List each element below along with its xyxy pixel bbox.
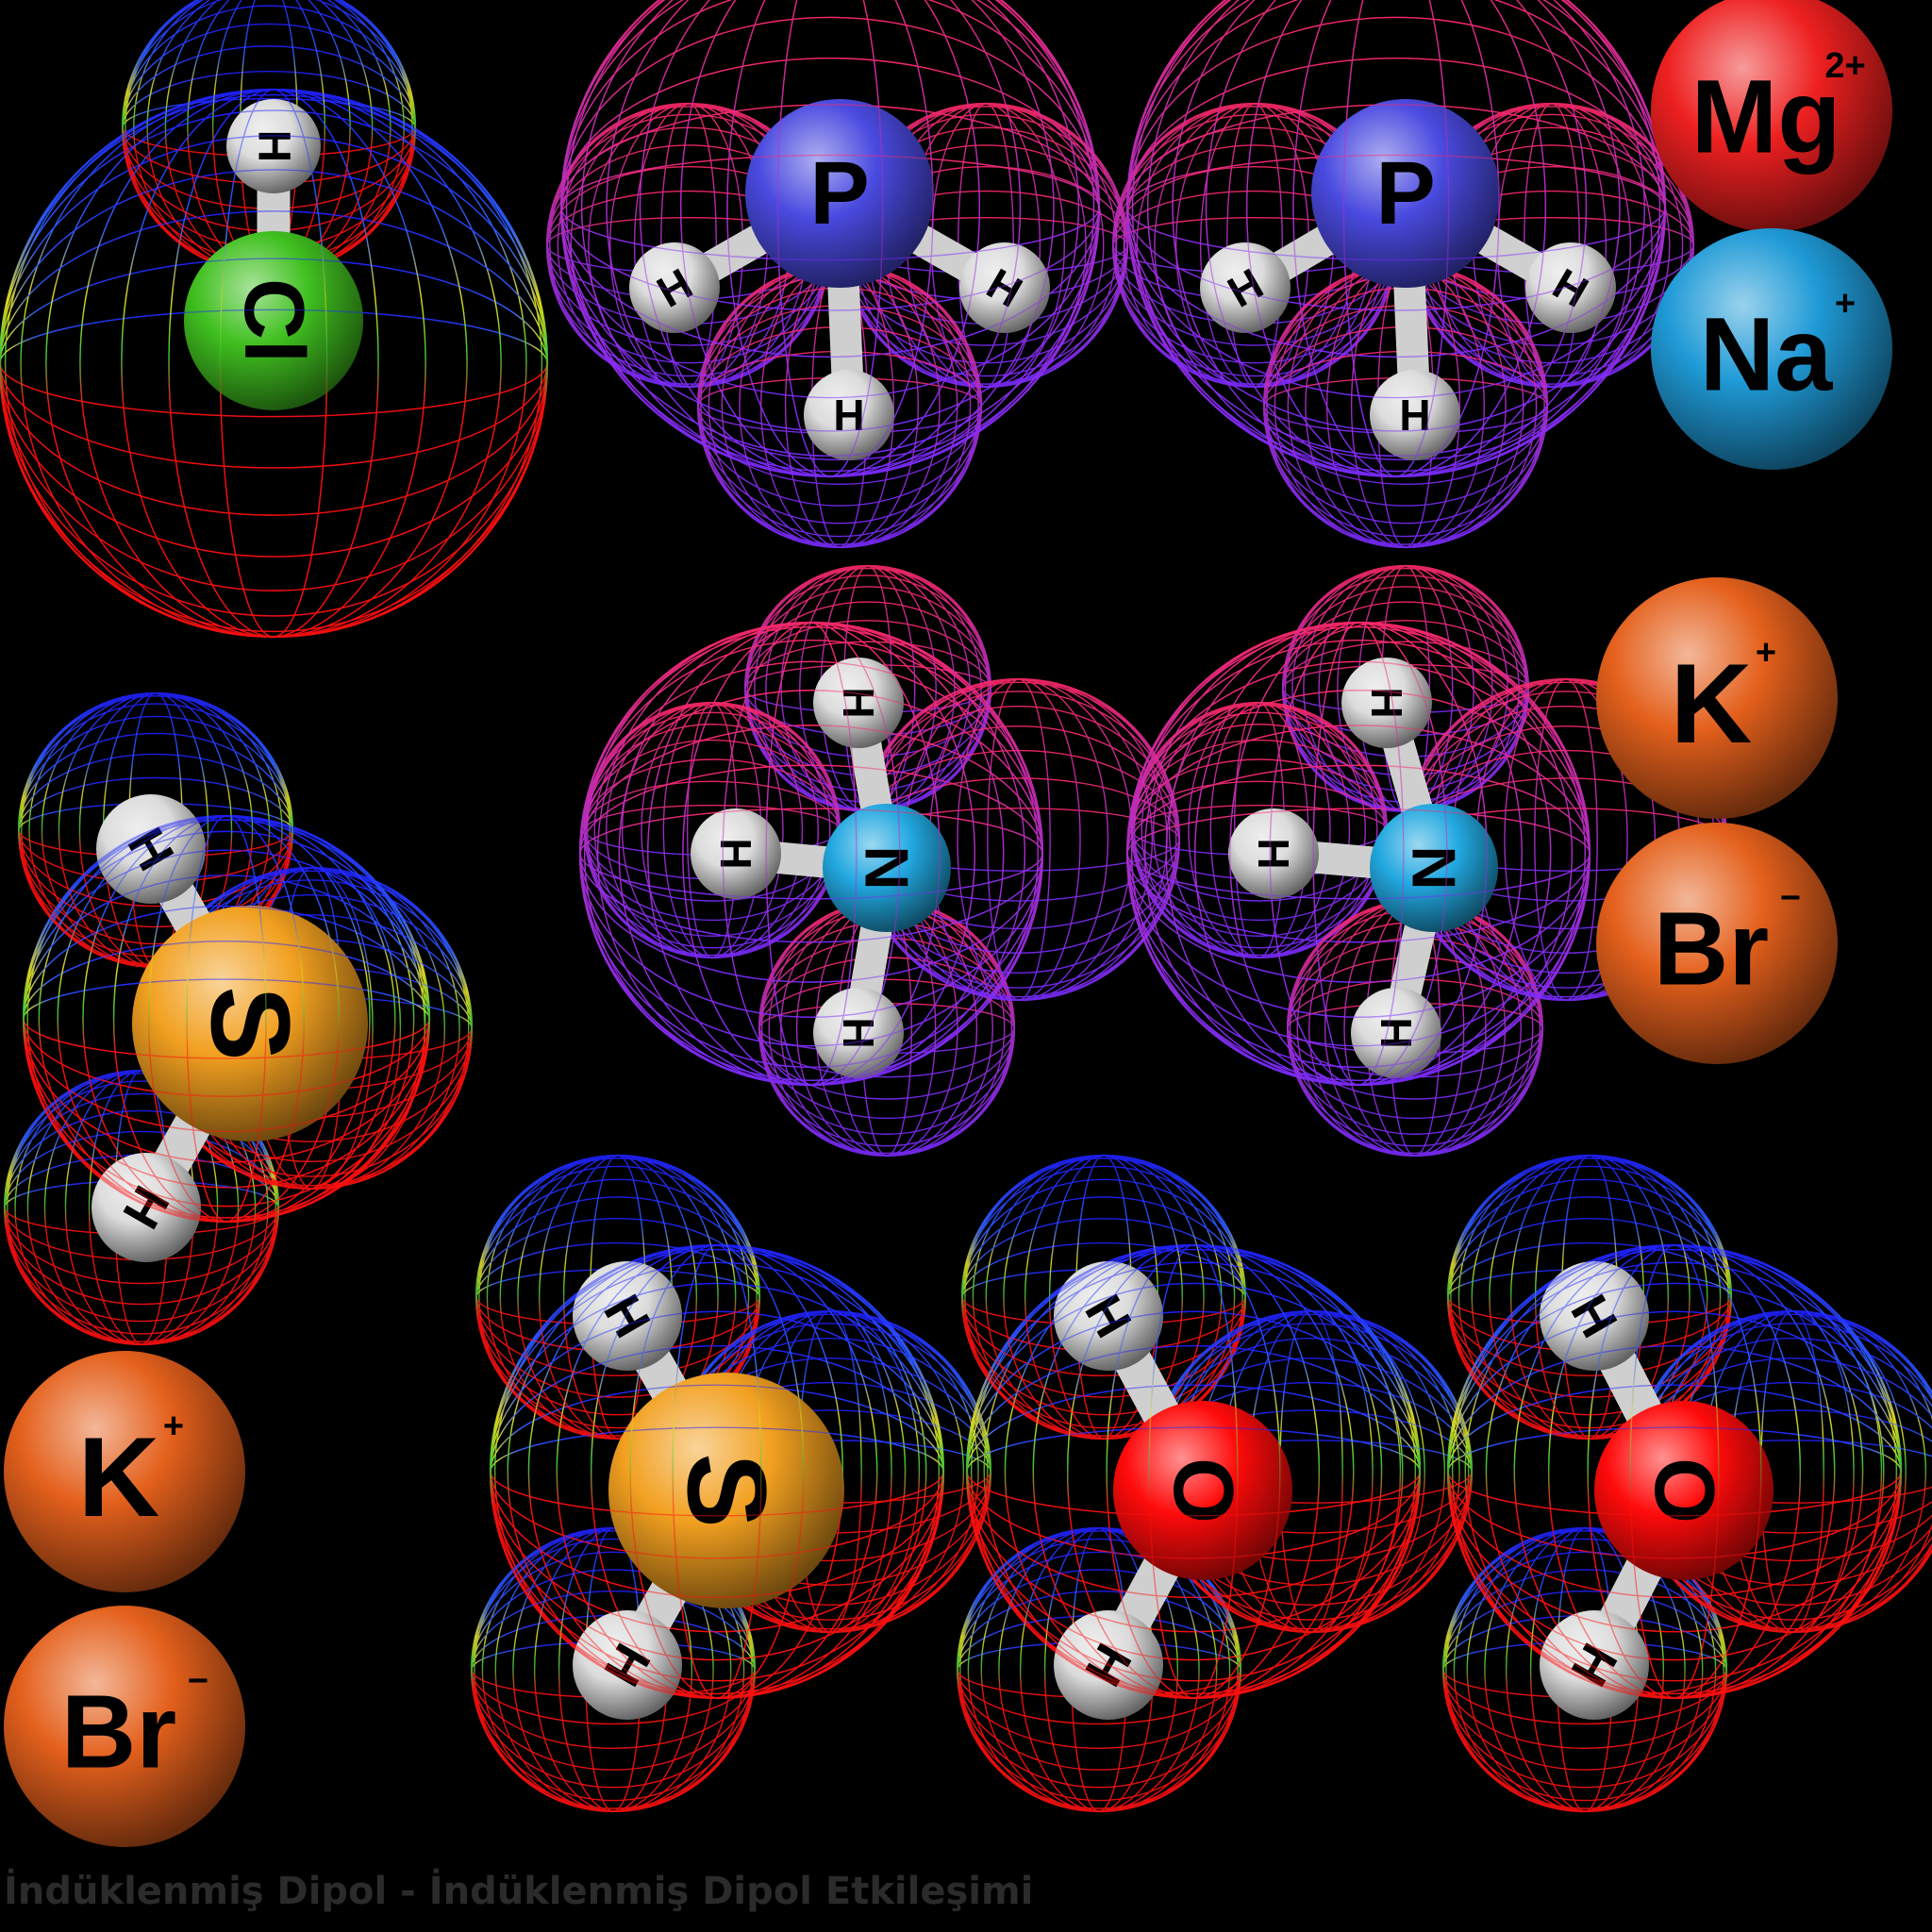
atom-h: H — [1370, 370, 1460, 460]
atom-h: H — [1054, 1261, 1163, 1371]
mesh-front — [1446, 1243, 1903, 1700]
mesh-sphere-front — [1446, 1243, 1903, 1700]
ion-charge: + — [1835, 284, 1856, 324]
ion-charge: − — [188, 1661, 208, 1701]
atom-n: N — [823, 804, 951, 932]
ion-mg: Mg2+ — [1651, 0, 1892, 232]
ion-charge: + — [1756, 633, 1776, 673]
atom-h: H — [804, 370, 894, 460]
ion-symbol: Mg — [1691, 59, 1841, 175]
ion-symbol: Br — [61, 1674, 176, 1790]
molecule-hcl: Cl H — [0, 0, 549, 639]
atom-s: S — [608, 1373, 844, 1608]
mesh-front — [22, 814, 431, 1224]
atom-cl: Cl — [184, 231, 363, 410]
molecule-h2o: OHH — [1441, 1154, 1932, 1813]
atom-s-label: S — [188, 986, 313, 1060]
atom-o-label: O — [1637, 1457, 1731, 1524]
mesh-sphere-front — [1125, 621, 1591, 1087]
ion-k: K+ — [1596, 577, 1838, 819]
mesh-front — [578, 621, 1044, 1087]
atom-h: H — [1200, 242, 1291, 333]
atom-h-label: H — [249, 130, 299, 163]
mesh-sphere — [956, 1526, 1242, 1813]
atom-n: N — [1370, 804, 1498, 932]
ion-na: Na+ — [1651, 228, 1892, 470]
mesh-sphere — [960, 1154, 1247, 1441]
ions: Mg2+Na+K+Br−K+Br− — [4, 0, 1892, 1847]
mesh-front — [489, 1243, 945, 1700]
mesh-sphere — [1130, 701, 1389, 959]
ion-k: K+ — [4, 1351, 245, 1592]
atom-h-label: H — [711, 838, 760, 869]
atom-h: H — [96, 794, 206, 904]
atom-h: H — [573, 1610, 682, 1720]
atom-h: H — [691, 808, 781, 899]
atom-h: H — [573, 1261, 682, 1371]
atom-p: P — [1311, 99, 1500, 288]
atom-p-label: P — [809, 143, 869, 243]
atom-h: H — [1228, 808, 1319, 899]
atom-h: H — [1525, 242, 1616, 333]
molecule-h2s: S H H — [470, 1154, 992, 1813]
ion-symbol: Br — [1654, 891, 1769, 1008]
mesh-front — [1125, 621, 1591, 1087]
mesh-front — [965, 1243, 1422, 1700]
mesh-sphere — [1441, 1526, 1728, 1813]
atom-o: O — [1594, 1401, 1774, 1580]
mesh-sphere — [475, 1154, 761, 1441]
mesh-sphere-front — [965, 1243, 1422, 1700]
ion-charge: 2+ — [1824, 46, 1865, 86]
ion-br: Br− — [1596, 823, 1838, 1064]
mesh-sphere-front — [22, 814, 431, 1224]
mesh-sphere-front — [1125, 0, 1667, 478]
atom-s-label: S — [664, 1453, 790, 1527]
atom-n-label: N — [1400, 846, 1469, 891]
ion-charge: − — [1780, 878, 1801, 918]
mesh-sphere-front — [559, 0, 1101, 478]
atom-o-label: O — [1156, 1457, 1250, 1524]
molecule-h2o: OHH — [956, 1154, 1474, 1813]
atom-n-label: N — [853, 846, 922, 891]
atom-h: H — [959, 242, 1050, 333]
molecule-h2s: SHH — [3, 691, 474, 1346]
ion-charge: + — [163, 1407, 184, 1446]
atom-s: S — [132, 906, 368, 1141]
atom-cl-label: Cl — [226, 278, 321, 363]
mesh-sphere-front — [489, 1243, 945, 1700]
mesh-sphere-front — [578, 621, 1044, 1087]
mesh-front — [0, 88, 549, 639]
atom-h-label: H — [1249, 838, 1298, 869]
atom-p-label: P — [1375, 143, 1435, 243]
atom-h-label: H — [1362, 687, 1411, 718]
caption: İndüklenmiş Dipol - İndüklenmiş Dipol Et… — [4, 1870, 1034, 1913]
ion-symbol: K — [78, 1414, 160, 1541]
ion-symbol: Na — [1700, 297, 1833, 413]
mesh-sphere-front — [0, 88, 549, 639]
mesh-front — [559, 0, 1101, 478]
ion-br: Br− — [4, 1606, 245, 1847]
atom-o: O — [1113, 1401, 1292, 1580]
mesh-front — [1125, 0, 1667, 478]
atom-p: P — [745, 99, 934, 288]
ion-symbol: K — [1671, 641, 1753, 767]
